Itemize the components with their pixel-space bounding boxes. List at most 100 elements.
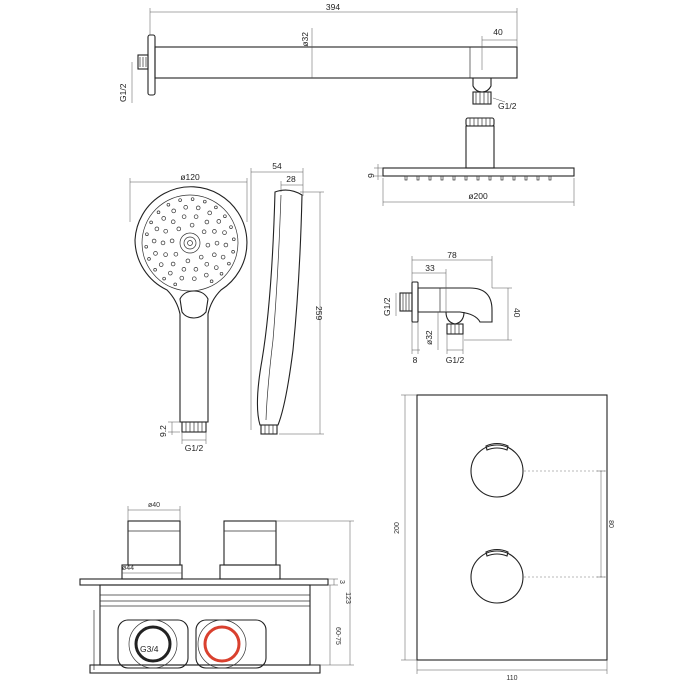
spray-hole xyxy=(212,252,217,258)
spray-hole xyxy=(223,242,229,248)
dim-head-thickness: 9 xyxy=(366,173,376,178)
handshower-front-drawing: ø120 9.2 G1/2 xyxy=(129,172,248,453)
spray-hole xyxy=(207,210,212,216)
arm-tube xyxy=(154,46,518,79)
dim-handle-spacing: 80 xyxy=(607,520,614,528)
arm-wall-flange xyxy=(147,34,156,96)
dim-elbow-hose-thread: G1/2 xyxy=(446,355,465,365)
spray-hole xyxy=(195,205,201,211)
dim-arm-end: 40 xyxy=(493,27,503,37)
spray-hole xyxy=(162,276,166,281)
dim-handshower-diameter: ø120 xyxy=(180,172,200,182)
dim-arm-length: 394 xyxy=(326,2,340,12)
spray-hole xyxy=(168,270,173,276)
spray-hole xyxy=(170,219,176,225)
spray-hole xyxy=(154,226,160,232)
handshower-button xyxy=(179,290,209,319)
spray-hole xyxy=(147,257,151,261)
spray-hole xyxy=(220,254,226,260)
hot-inlet xyxy=(203,625,241,663)
dim-box-install-depth: 60-75 xyxy=(334,627,341,645)
spray-hole xyxy=(203,199,207,204)
lower-control-knob xyxy=(470,550,524,604)
spray-hole xyxy=(227,261,231,266)
spray-hole xyxy=(214,240,220,246)
spray-hole xyxy=(181,214,187,219)
box-base xyxy=(89,664,321,674)
dim-handshower-connector: 9.2 xyxy=(158,425,168,437)
spray-hole xyxy=(173,251,179,257)
dim-box-spindle-diameter: ø44 xyxy=(122,565,134,572)
dim-elbow-height: 40 xyxy=(512,308,522,318)
dim-box-handle-diameter: ø40 xyxy=(148,502,160,509)
spray-hole xyxy=(209,279,214,284)
spray-hole xyxy=(232,237,236,242)
spray-hole xyxy=(176,226,182,232)
handshower-center-ring xyxy=(179,232,201,254)
dim-elbow-depth: 78 xyxy=(447,250,457,260)
spray-hole xyxy=(229,225,233,229)
spray-hole xyxy=(171,208,176,214)
spray-hole xyxy=(173,282,177,287)
handshower-side-drawing: 54 28 259 xyxy=(250,161,324,435)
elbow-body xyxy=(417,287,493,323)
dim-handshower-length: 259 xyxy=(314,306,324,320)
dim-plate-height: 200 xyxy=(394,522,401,534)
spray-hole xyxy=(145,232,149,236)
upper-knob-notch xyxy=(485,442,509,451)
handshower-side-body xyxy=(256,189,303,426)
spray-hole xyxy=(170,261,176,267)
dim-arm-head-thread: G1/2 xyxy=(498,101,517,111)
left-spindle xyxy=(127,520,181,566)
spray-hole xyxy=(214,265,219,270)
spray-hole xyxy=(163,252,168,257)
dim-box-flange: 3 xyxy=(338,580,345,584)
handshower-body xyxy=(134,186,248,423)
spray-hole xyxy=(198,254,204,260)
spray-hole xyxy=(204,272,209,278)
lower-knob-notch xyxy=(485,548,509,557)
rain-head-drawing: 9 ø200 xyxy=(366,117,575,206)
spray-hole xyxy=(223,214,227,218)
spray-hole xyxy=(185,258,191,264)
spray-hole xyxy=(153,251,158,256)
cold-inlet xyxy=(134,625,172,663)
dim-arm-wall-thread: G1/2 xyxy=(118,83,128,102)
dim-box-inlet-thread: G3/4 xyxy=(140,644,159,654)
shower-arm-drawing: 394 ø32 40 G1/2 G1/2 xyxy=(118,2,518,111)
spray-hole xyxy=(183,205,188,210)
dim-handshower-width: 54 xyxy=(272,161,282,171)
spray-hole xyxy=(144,244,148,249)
spray-hole xyxy=(160,240,166,246)
spray-hole xyxy=(205,242,211,248)
wall-elbow-drawing: 78 33 G1/2 40 ø32 8 G1/2 xyxy=(382,250,522,365)
spray-hole xyxy=(169,238,175,244)
spray-hole xyxy=(179,275,185,281)
rain-head-nozzles xyxy=(404,175,552,181)
spray-hole xyxy=(214,205,218,210)
dim-elbow-flange: 8 xyxy=(413,355,418,365)
dim-elbow-diameter: ø32 xyxy=(424,330,434,345)
spray-hole xyxy=(156,210,161,215)
spray-hole xyxy=(166,202,171,207)
spray-hole xyxy=(204,219,210,225)
spray-hole xyxy=(178,198,182,202)
spray-hole xyxy=(193,267,199,272)
dim-box-depth: 123 xyxy=(344,592,351,604)
concealed-box-drawing: G3/4 ø40 ø44 123 3 60-75 xyxy=(79,502,354,674)
dim-elbow-wall-thread: G1/2 xyxy=(382,297,392,316)
thermostat-plate-drawing: 80 200 110 xyxy=(394,394,614,682)
spray-hole xyxy=(212,229,217,234)
spray-hole xyxy=(192,276,197,281)
spray-hole xyxy=(181,267,187,272)
arm-wall-thread xyxy=(137,54,149,70)
spray-hole xyxy=(190,197,195,201)
elbow-wall-flange xyxy=(411,281,419,323)
spray-hole xyxy=(204,261,210,267)
spray-hole xyxy=(222,230,227,235)
spray-hole xyxy=(193,214,199,219)
spray-hole xyxy=(161,216,166,221)
dim-head-diameter: ø200 xyxy=(468,191,488,201)
spray-hole xyxy=(231,250,235,254)
hot-inlet-housing xyxy=(195,619,267,669)
